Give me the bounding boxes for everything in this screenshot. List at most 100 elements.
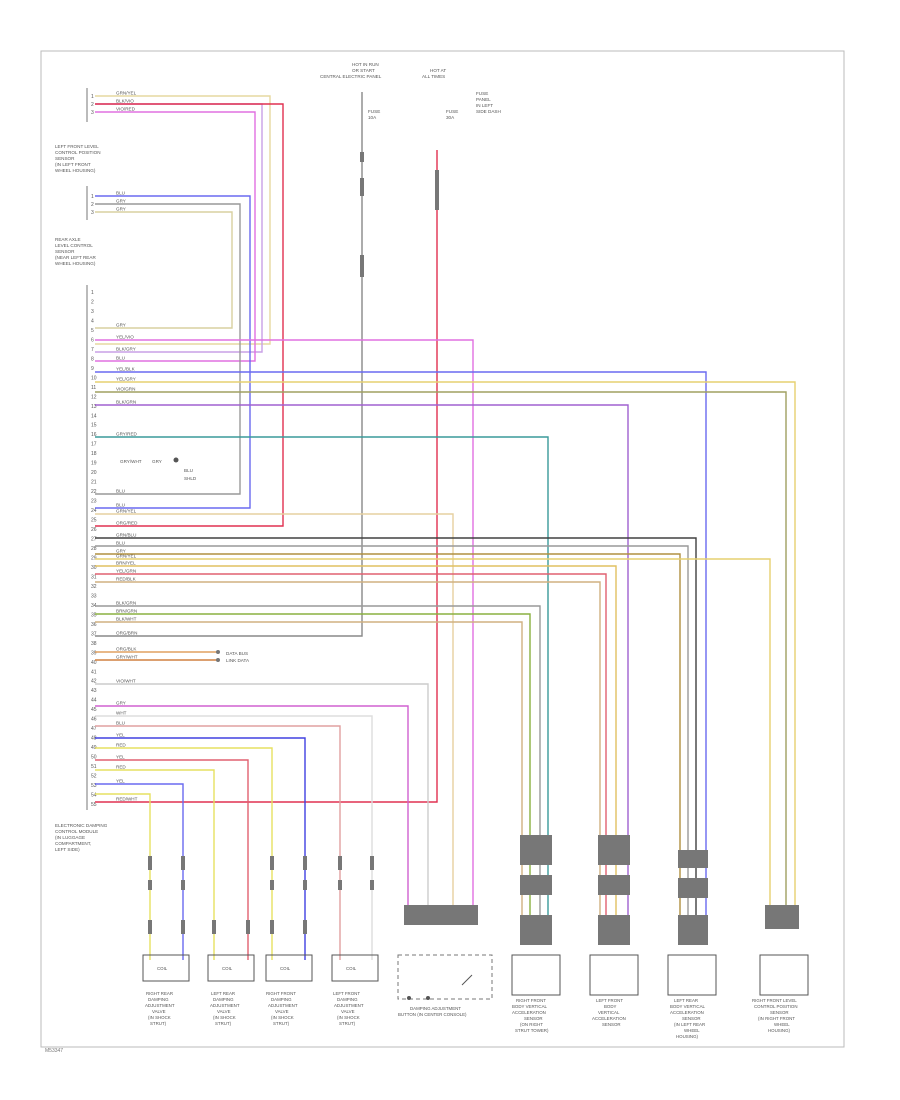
module-label-1: ELECTRONIC DAMPING (55, 823, 108, 828)
wire-yel-c9b (95, 558, 771, 915)
wire-color-label: GRN/YEL (116, 509, 137, 514)
wire-grn-c6 (95, 613, 531, 915)
accel-sensor-lr-label: LEFT REAR BODY VERTICAL ACCELERATION SEN… (670, 998, 706, 1039)
wire-yel-btn (95, 513, 454, 915)
pin-number: 20 (91, 470, 97, 476)
pin-number: 31 (91, 574, 97, 580)
svg-text:SENSOR: SENSOR (524, 1016, 543, 1021)
pin-number: 26 (91, 527, 97, 533)
pin-number: 35 (91, 612, 97, 618)
wire-blk-vio-sensor1 (95, 103, 263, 353)
valve-lf-box (331, 954, 379, 982)
wire-color-label: BLK/WHT (116, 617, 137, 622)
level-sensor-rf-label: RIGHT FRONT LEVEL CONTROL POSITION SENSO… (752, 998, 798, 1033)
pin-number: 39 (91, 650, 97, 656)
fuse2-detail-4: SIDE DASH (476, 109, 501, 114)
valve-lr-box (207, 954, 255, 982)
hot-at-all-label-2: ALL TIMES (422, 74, 445, 79)
valve-lr-coil: COIL (222, 966, 233, 971)
wire-color-label: BLU (116, 356, 125, 361)
wire-color-label: YEL (116, 755, 125, 760)
wire-color-label: YEL/VIO (116, 335, 134, 340)
svg-text:SENSOR: SENSOR (602, 1022, 621, 1027)
wire-color-label: YEL/BLK (116, 367, 136, 372)
wire-olive-c8 (95, 553, 681, 915)
pin-number: 44 (91, 698, 97, 704)
svg-text:VERTICAL: VERTICAL (598, 1010, 620, 1015)
pin-number: 42 (91, 679, 97, 685)
wire-olive-c9 (95, 391, 787, 915)
wire-c4-a (95, 715, 373, 960)
wires (95, 92, 796, 960)
shield-note-2: GRY (152, 459, 162, 464)
wire-grn-yel-sensor1 (95, 95, 271, 345)
pin-number: 8 (91, 356, 94, 362)
svg-text:ACCELERATION: ACCELERATION (670, 1010, 704, 1015)
wire-color-label: BLK/GRN (116, 601, 136, 606)
wire-color-label: BLU (116, 541, 125, 546)
pin-number: 47 (91, 726, 97, 732)
wire-color-label: YEL (116, 733, 125, 738)
pin-number: 27 (91, 537, 97, 543)
svg-text:LEFT FRONT: LEFT FRONT (596, 998, 623, 1003)
wire-red-main (95, 103, 284, 527)
wire-color-label: GRY (116, 207, 126, 212)
svg-text:ADJUSTMENT: ADJUSTMENT (334, 1003, 364, 1008)
svg-text:WHEEL: WHEEL (684, 1028, 700, 1033)
wire-c1-yel (95, 793, 151, 960)
fuse1-label: FUSE (368, 109, 380, 114)
sensor-pin-number: 1 (91, 94, 94, 100)
valve-lf-label: LEFT FRONT DAMPING ADJUSTMENT VALVE (IN … (333, 991, 364, 1026)
pin-number: 51 (91, 764, 97, 770)
pin-number: 24 (91, 508, 97, 514)
svg-text:ACCELERATION: ACCELERATION (512, 1010, 546, 1015)
pin-number: 10 (91, 375, 97, 381)
svg-text:STRUT): STRUT) (150, 1021, 167, 1026)
wire-btn-vio (95, 705, 409, 915)
accel-sensor-lf-box (589, 954, 639, 996)
pin-number: 15 (91, 423, 97, 429)
wire-color-label: BLU (116, 721, 125, 726)
wire-c1-blu (95, 783, 184, 960)
pin-number: 18 (91, 451, 97, 457)
pin-number: 13 (91, 404, 97, 410)
sensor1-label-2: CONTROL POSITION (55, 150, 101, 155)
svg-text:LEFT FRONT: LEFT FRONT (333, 991, 360, 996)
wire-color-labels: GRN/YELBLK/VIOVIO/REDBLUGRYGRYGRYYEL/VIO… (116, 91, 138, 802)
sensor1-label-5: WHEEL HOUSING) (55, 168, 96, 173)
svg-text:SENSOR: SENSOR (682, 1016, 701, 1021)
svg-text:BODY VERTICAL: BODY VERTICAL (670, 1004, 706, 1009)
pin-number: 6 (91, 337, 94, 343)
wire-gry-c8 (95, 545, 689, 915)
fuse1-rating: 10A (368, 115, 377, 120)
wire-color-label: GRY (116, 701, 126, 706)
fuse2-rating: 30A (446, 115, 455, 120)
svg-text:VALVE: VALVE (217, 1009, 231, 1014)
pin-number: 41 (91, 669, 97, 675)
wire-red-c7 (95, 573, 607, 915)
svg-text:STRUT): STRUT) (339, 1021, 356, 1026)
sensor2-label-2: LEVEL CONTROL (55, 243, 93, 248)
level-sensor-rf-box (759, 954, 809, 996)
svg-text:LEFT REAR: LEFT REAR (211, 991, 235, 996)
central-electric-panel-label: CENTRAL ELECTRIC PANEL (320, 74, 382, 79)
svg-text:HOUSING): HOUSING) (768, 1028, 790, 1033)
svg-text:(IN SHOCK: (IN SHOCK (213, 1015, 236, 1020)
pin-number: 14 (91, 413, 97, 419)
pin-number: 37 (91, 631, 97, 637)
valve-rr-label: RIGHT REAR DAMPING ADJUSTMENT VALVE (IN … (145, 991, 175, 1026)
svg-text:RIGHT FRONT LEVEL: RIGHT FRONT LEVEL (752, 998, 797, 1003)
wire-color-label: GRY/RED (116, 432, 138, 437)
pin-number: 12 (91, 394, 97, 400)
svg-text:RIGHT REAR: RIGHT REAR (146, 991, 173, 996)
fuse2-detail-3: IN LEFT (476, 103, 493, 108)
pin-number: 54 (91, 793, 97, 799)
sensor1-label-1: LEFT FRONT LEVEL (55, 144, 99, 149)
svg-text:DAMPING: DAMPING (148, 997, 169, 1002)
pin-number: 23 (91, 499, 97, 505)
svg-text:(IN RIGHT FRONT: (IN RIGHT FRONT (758, 1016, 795, 1021)
wire-color-label: RED (116, 765, 126, 770)
damping-button-label: DAMPING ADJUSTMENT BUTTON (IN CENTER CON… (398, 1006, 467, 1017)
sensor2-label-4: (NEAR LEFT REAR (55, 255, 96, 260)
